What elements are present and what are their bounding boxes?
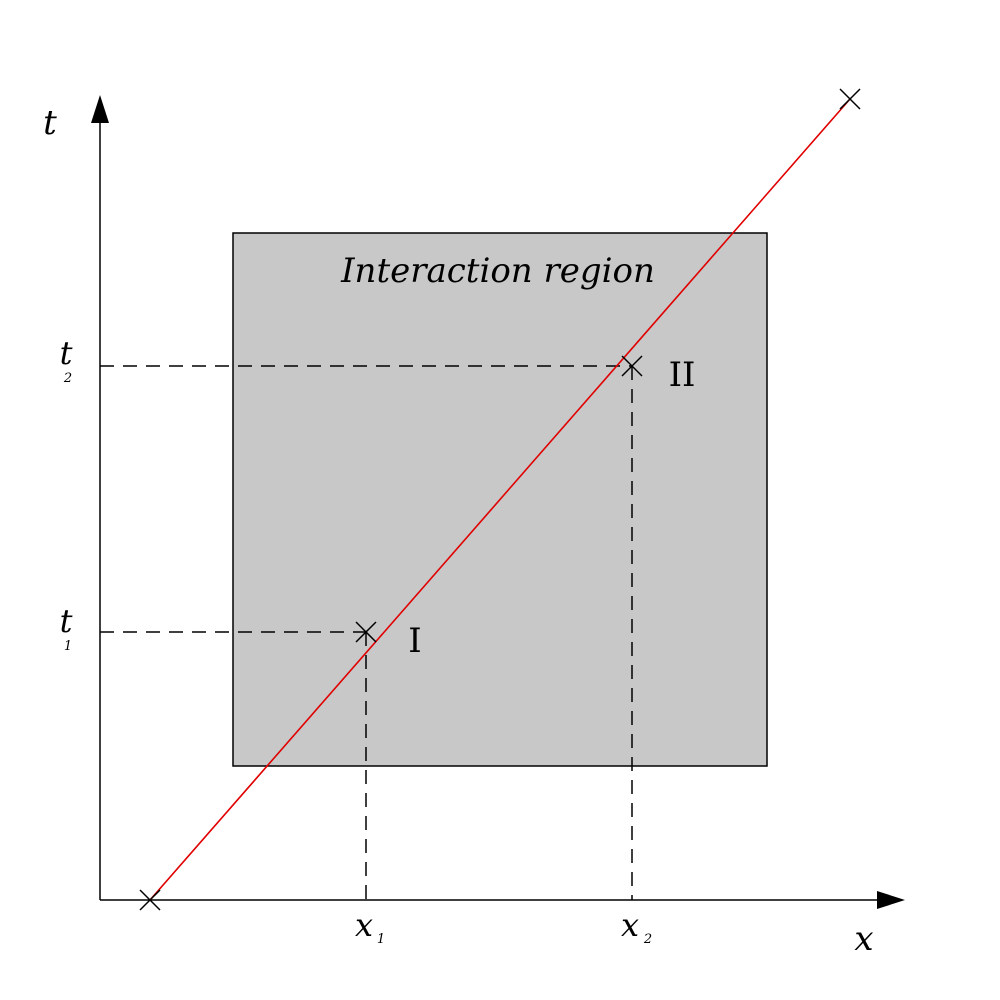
- event-ii-marker: [621, 355, 643, 377]
- x2-tick-subscript: 2: [643, 932, 652, 947]
- x-axis-arrow: [877, 891, 905, 909]
- start-marker: [139, 889, 161, 911]
- axes: [99, 120, 880, 901]
- event-markers: [139, 88, 861, 911]
- interaction-region-label: Interaction region: [340, 251, 655, 291]
- event-ii-label: II: [669, 355, 696, 395]
- x2-tick-label: x: [621, 906, 639, 944]
- t-axis-arrow: [91, 95, 109, 123]
- x1-tick-subscript: 1: [377, 932, 385, 947]
- x-axis-label: x: [854, 919, 873, 959]
- worldline: [149, 98, 851, 901]
- x1-tick-label: x: [355, 906, 373, 944]
- t2-tick-label: t: [60, 334, 73, 372]
- end-marker: [839, 88, 861, 110]
- event-i-marker: [355, 621, 377, 643]
- t2-tick-subscript: 2: [63, 371, 72, 386]
- t-axis-label: t: [43, 103, 57, 143]
- t1-tick-subscript: 1: [64, 639, 72, 654]
- projection-lines: [100, 365, 633, 900]
- t1-tick-label: t: [60, 602, 73, 640]
- event-i-label: I: [408, 621, 421, 661]
